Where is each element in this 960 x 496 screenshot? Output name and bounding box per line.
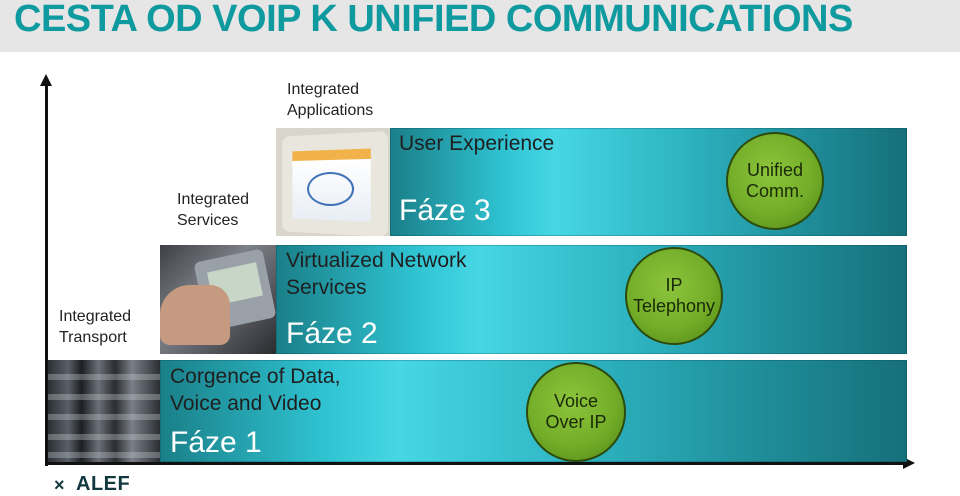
phase-1-description: Corgence of Data, Voice and Video	[170, 365, 341, 415]
milestone-voice-over-ip-label: Voice Over IP	[545, 391, 607, 432]
milestone-voice-over-ip: Voice Over IP	[526, 362, 626, 462]
level-label-services: Integrated Services	[177, 191, 250, 229]
horizontal-axis	[45, 462, 905, 465]
alef-logo: × ALEF	[54, 474, 144, 494]
milestone-ip-telephony: IP Telephony	[625, 247, 723, 345]
computer-monitor-photo	[276, 128, 390, 236]
server-rack-photo	[48, 360, 160, 462]
vertical-axis	[45, 84, 48, 466]
phase-1-name: Fáze 1	[170, 426, 262, 459]
handheld-device-photo	[160, 245, 276, 354]
phase-2-description: Virtualized Network Services	[286, 249, 467, 299]
phase-2-band	[276, 245, 907, 354]
milestone-ip-telephony-label: IP Telephony	[632, 275, 716, 316]
level-label-transport: Integrated Transport	[59, 308, 132, 346]
level-label-applications: Integrated Applications	[287, 81, 374, 119]
vertical-axis-arrow-icon	[40, 74, 52, 86]
milestone-unified-comm-label: Unified Comm.	[746, 160, 804, 201]
alef-logo-mark-icon: ×	[54, 475, 65, 495]
title-bar: CESTA OD VOIP K UNIFIED COMMUNICATIONS	[0, 0, 960, 52]
phase-3-name: Fáze 3	[399, 194, 491, 227]
milestone-unified-comm: Unified Comm.	[726, 132, 824, 230]
slide-title: CESTA OD VOIP K UNIFIED COMMUNICATIONS	[14, 0, 853, 40]
alef-logo-text: ALEF	[76, 473, 131, 495]
phase-3-description: User Experience	[399, 132, 555, 155]
phase-2-name: Fáze 2	[286, 317, 378, 350]
